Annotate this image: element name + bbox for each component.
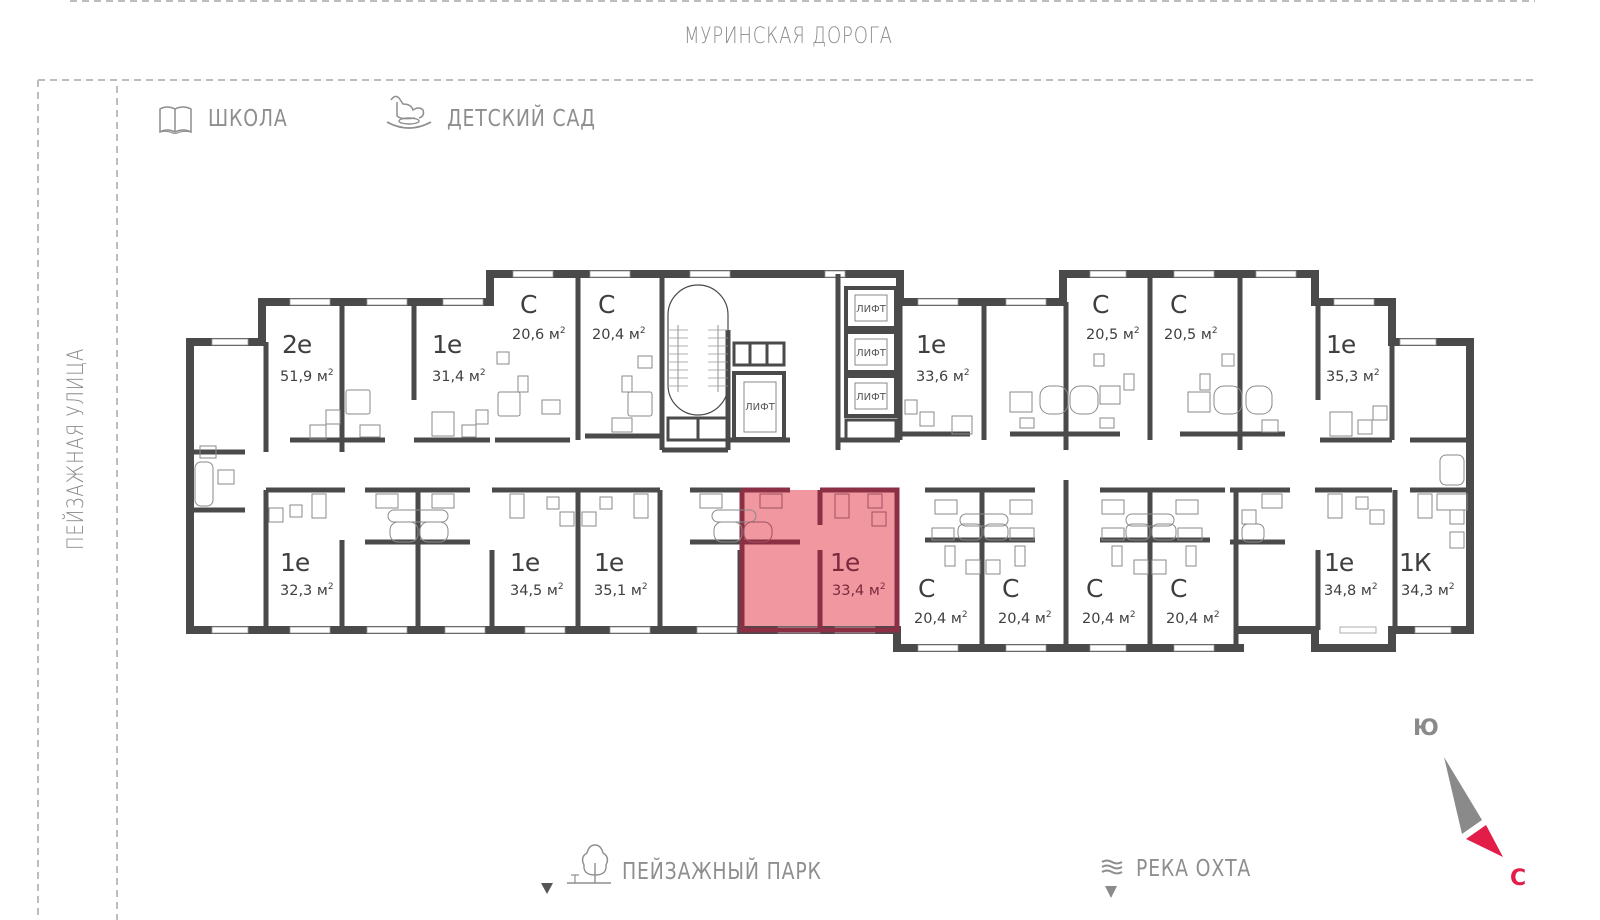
apartment-type: 1е [916, 330, 946, 359]
street-label-north: МУРИНСКАЯ ДОРОГА [684, 24, 893, 49]
apartment-1e-35-1[interactable]: 1е 35,1 м2 [578, 490, 660, 630]
apartment-type: С [1002, 574, 1019, 603]
apartment-area: 33,6 м2 [916, 368, 970, 385]
apartment-area: 20,4 м2 [1166, 610, 1220, 627]
poi-park-label: ПЕЙЗАЖНЫЙ ПАРК [622, 859, 822, 885]
waves-icon [1101, 859, 1123, 898]
poi-river-label: РЕКА ОХТА [1136, 856, 1252, 882]
apartment-c-20-4-b1[interactable]: С 20,4 м2 [900, 490, 982, 648]
compass-arrow-icon [1444, 757, 1503, 857]
compass-north-label: С [1510, 866, 1527, 891]
apartment-area: 20,5 м2 [1086, 326, 1140, 343]
apartment-type: 1е [1326, 330, 1356, 359]
poi-school-label: ШКОЛА [208, 106, 288, 132]
apartment-area: 20,4 м2 [998, 610, 1052, 627]
apartment-type: 2е [282, 330, 312, 359]
apartment-type: С [1086, 574, 1103, 603]
apartment-type: 1е [830, 548, 860, 577]
apartment-type: 1е [280, 548, 310, 577]
apartment-area: 34,3 м2 [1401, 582, 1455, 599]
apartment-area: 35,1 м2 [594, 582, 648, 599]
apartment-type: 1е [432, 330, 462, 359]
apartment-1e-34-5[interactable]: 1е 34,5 м2 [492, 490, 578, 630]
apartment-type: С [1092, 290, 1109, 319]
apartment-area: 20,4 м2 [1082, 610, 1136, 627]
apartment-c-20-4-top[interactable]: С 20,4 м2 [578, 274, 662, 440]
elevator-label: ЛИФТ [745, 402, 776, 413]
apartment-type: 1е [1324, 548, 1354, 577]
apartment-area: 35,3 м2 [1326, 368, 1380, 385]
apartment-area: 20,6 м2 [512, 326, 566, 343]
apartment-area: 51,9 м2 [280, 368, 334, 385]
apartment-c-20-4-b3[interactable]: С 20,4 м2 [1066, 490, 1150, 648]
apartment-2e-51-9[interactable]: 2е 51,9 м2 [266, 302, 342, 440]
apartment-area: 32,3 м2 [280, 582, 334, 599]
apartment-c-20-4-b2[interactable]: С 20,4 м2 [982, 490, 1066, 648]
apartment-area: 34,8 м2 [1324, 582, 1378, 599]
apartment-type: С [918, 574, 935, 603]
apartment-1e-32-3[interactable]: 1е 32,3 м2 [266, 490, 342, 630]
apartment-type: 1К [1399, 548, 1432, 577]
apartment-c-20-5-a[interactable]: С 20,5 м2 [1066, 274, 1150, 440]
apartment-area: 31,4 м2 [432, 368, 486, 385]
rocking-horse-icon [386, 95, 432, 129]
poi-kindergarten-label: ДЕТСКИЙ САД [447, 106, 596, 132]
apartment-1e-33-6[interactable]: 1е 33,6 м2 [900, 302, 984, 440]
elevator-label: ЛИФТ [856, 392, 887, 403]
apartment-area: 20,4 м2 [914, 610, 968, 627]
apartment-c-20-4-b4[interactable]: С 20,4 м2 [1150, 490, 1236, 648]
book-icon [159, 106, 192, 134]
apartment-1e-35-3[interactable]: 1е 35,3 м2 [1318, 302, 1392, 440]
apartment-type: С [1170, 574, 1187, 603]
apartment-type: 1е [594, 548, 624, 577]
apartment-type: С [520, 290, 537, 319]
triangle-down-icon [541, 883, 553, 894]
apartment-1e-33-4-selected[interactable]: 1е 33,4 м2 [742, 490, 897, 630]
apartment-area: 20,5 м2 [1164, 326, 1218, 343]
apartment-1k-34-3[interactable]: 1К 34,3 м2 [1395, 490, 1470, 630]
apartment-1e-31-4[interactable]: 1е 31,4 м2 [414, 302, 490, 440]
apartment-1e-34-8[interactable]: 1е 34,8 м2 [1318, 490, 1395, 630]
apartment-type: С [1170, 290, 1187, 319]
tree-icon [567, 844, 611, 884]
compass-south-label: Ю [1413, 716, 1439, 741]
elevator-label: ЛИФТ [856, 304, 887, 315]
apartment-area: 20,4 м2 [592, 326, 646, 343]
compass: Ю С [1400, 712, 1540, 902]
apartment-c-20-6[interactable]: С 20,6 м2 [492, 274, 578, 440]
apartment-c-20-5-b[interactable]: С 20,5 м2 [1150, 274, 1240, 440]
apartment-type: С [598, 290, 615, 319]
apartment-area: 33,4 м2 [832, 582, 886, 599]
apartment-type: 1е [510, 548, 540, 577]
apartment-area: 34,5 м2 [510, 582, 564, 599]
elevator-label: ЛИФТ [856, 348, 887, 359]
